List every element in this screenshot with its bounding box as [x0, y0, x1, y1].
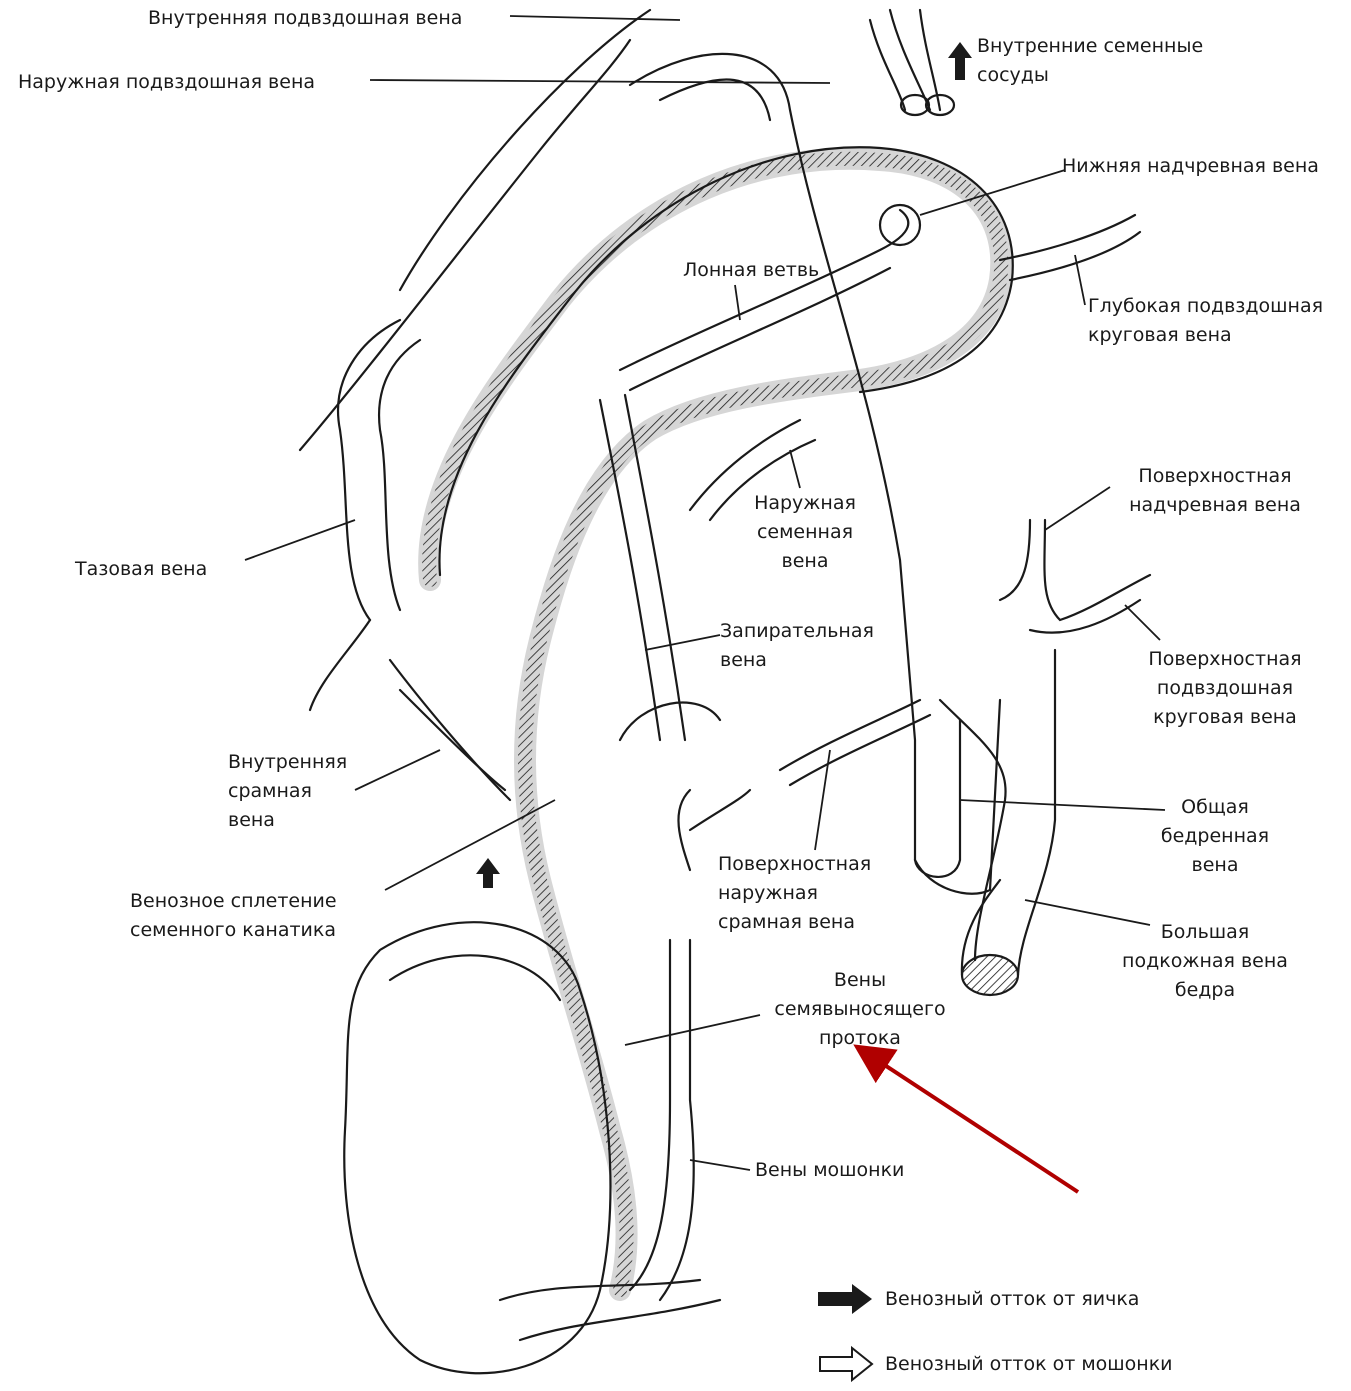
label-great-saphenous-vein-2: подкожная вена — [1110, 947, 1300, 976]
label-great-saphenous-vein-1: Большая — [1110, 918, 1300, 947]
leader-superficial-external-pudendal — [815, 750, 830, 850]
legend-open-arrow-icon — [820, 1348, 872, 1380]
great-saphenous-vein-end — [962, 955, 1018, 995]
legend-scrotum-outflow: Венозный отток от мошонки — [885, 1350, 1173, 1379]
internal-spermatic-vessels-shape — [870, 10, 940, 110]
label-obturator-vein-2: вена — [720, 646, 767, 675]
label-superficial-external-pudendal-vein-3: срамная вена — [718, 908, 855, 937]
leader-superficial-epigastric — [1045, 487, 1110, 530]
leader-external-spermatic — [790, 450, 800, 488]
leader-internal-iliac — [510, 16, 680, 20]
leader-external-iliac — [370, 80, 830, 83]
leader-obturator — [645, 635, 720, 650]
pelvic-wall-line — [300, 40, 630, 450]
label-internal-iliac-vein: Внутренняя подвздошная вена — [148, 4, 462, 33]
leader-superficial-circumflex — [1125, 605, 1160, 640]
external-iliac-vein-shape — [630, 54, 960, 877]
deep-circumflex-iliac-vein-shape — [1000, 215, 1140, 280]
leader-pelvic-vein — [245, 520, 355, 560]
label-superficial-epigastric-vein-1: Поверхностная — [1105, 462, 1325, 491]
label-superficial-external-pudendal-vein-1: Поверхностная — [718, 850, 871, 879]
leader-scrotal-veins — [690, 1160, 750, 1170]
label-external-spermatic-vein-3: вена — [730, 547, 880, 576]
vein-outlines — [300, 10, 1150, 1373]
spermatic-plexus-hatch — [429, 159, 1001, 1290]
label-obturator-vein-1: Запирательная — [720, 617, 874, 646]
label-great-saphenous-vein-3: бедра — [1110, 976, 1300, 1005]
label-internal-spermatic-vessels-1: Внутренние семенные — [977, 32, 1203, 61]
legend-testis-outflow: Венозный отток от яичка — [885, 1285, 1139, 1314]
label-deep-circumflex-iliac-vein-2: круговая вена — [1088, 321, 1232, 350]
label-internal-pudendal-vein-2: срамная — [228, 777, 312, 806]
legend-filled-arrow-icon — [818, 1284, 872, 1314]
label-vas-deferens-veins-1: Вены — [760, 966, 960, 995]
scrotal-veins-shape — [630, 940, 694, 1300]
label-common-femoral-vein-1: Общая — [1140, 793, 1290, 822]
label-pubic-branch: Лонная ветвь — [683, 256, 819, 285]
leader-common-femoral — [960, 800, 1165, 810]
label-vas-deferens-veins-3: протока — [760, 1024, 960, 1053]
label-external-iliac-vein: Наружная подвздошная вена — [18, 68, 315, 97]
internal-pudendal-inner — [400, 690, 505, 790]
label-external-spermatic-vein-1: Наружная — [730, 489, 880, 518]
superficial-external-pudendal-vein-shape — [780, 700, 930, 785]
label-inferior-epigastric-vein: Нижняя надчревная вена — [1062, 152, 1319, 181]
label-scrotal-veins: Вены мошонки — [755, 1156, 904, 1185]
label-venous-plexus-2: семенного канатика — [130, 916, 336, 945]
spermatic-plexus-shadow — [429, 159, 1001, 1290]
spermatic-up-arrow — [948, 42, 972, 80]
leader-vas-deferens-veins — [625, 1015, 760, 1045]
label-superficial-epigastric-vein-2: надчревная вена — [1105, 491, 1325, 520]
label-superficial-external-pudendal-vein-2: наружная — [718, 879, 818, 908]
label-common-femoral-vein-3: вена — [1140, 851, 1290, 880]
label-pelvic-vein: Тазовая вена — [75, 555, 207, 584]
label-superficial-circumflex-iliac-vein-3: круговая вена — [1125, 703, 1325, 732]
external-iliac-inner — [660, 80, 770, 120]
label-internal-pudendal-vein-3: вена — [228, 806, 275, 835]
highlight-red-arrow — [880, 1062, 1078, 1192]
legend-symbols — [818, 1284, 872, 1380]
pelvic-vein-inner — [379, 340, 420, 610]
label-venous-plexus-1: Венозное сплетение — [130, 887, 337, 916]
label-internal-spermatic-vessels-2: сосуды — [977, 61, 1049, 90]
great-saphenous-vein-shape — [962, 650, 1055, 975]
leader-internal-pudendal — [355, 750, 440, 790]
label-deep-circumflex-iliac-vein-1: Глубокая подвздошная — [1088, 292, 1323, 321]
epididymis-head — [390, 955, 560, 1000]
superficial-circumflex-iliac-vein-shape — [1030, 600, 1140, 633]
pubic-branch-shape — [620, 210, 908, 370]
obturator-foramen — [620, 703, 720, 740]
label-internal-pudendal-vein-1: Внутренняя — [228, 748, 347, 777]
label-vas-deferens-veins-2: семявыносящего — [760, 995, 960, 1024]
label-superficial-circumflex-iliac-vein-1: Поверхностная — [1125, 645, 1325, 674]
plexus-up-arrow — [476, 858, 500, 888]
label-external-spermatic-vein-2: семенная — [730, 518, 880, 547]
spermatic-vessel-end-a — [901, 95, 929, 115]
superficial-epigastric-vein-shape — [1000, 520, 1150, 620]
label-common-femoral-vein-2: бедренная — [1140, 822, 1290, 851]
label-superficial-circumflex-iliac-vein-2: подвздошная — [1125, 674, 1325, 703]
